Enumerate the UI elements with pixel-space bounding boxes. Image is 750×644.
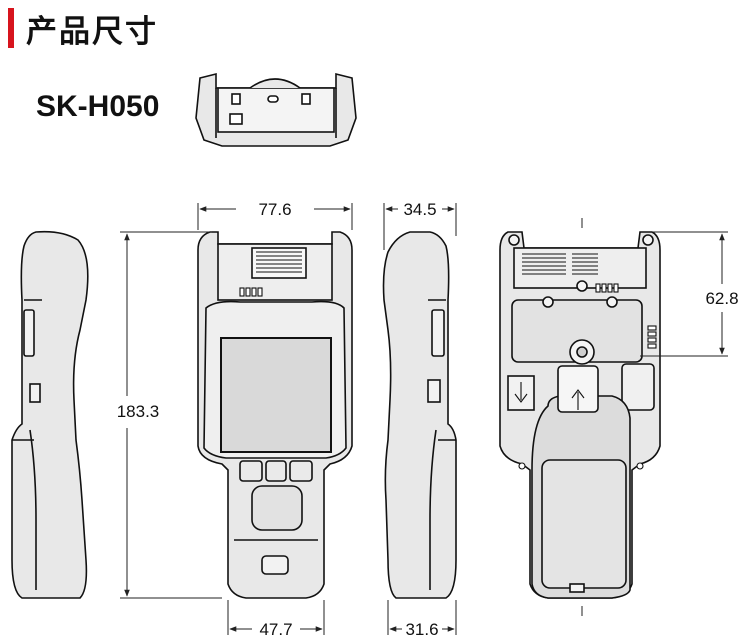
left-side-view — [11, 230, 89, 599]
top-view — [195, 72, 357, 147]
label-side-depth-bottom: 31.6 — [405, 620, 438, 639]
section-header: 产品尺寸 — [8, 6, 158, 50]
label-total-height: 183.3 — [117, 402, 160, 421]
label-front-width-bottom: 47.7 — [259, 620, 292, 639]
label-front-width-top: 77.6 — [258, 200, 291, 219]
label-back-upper-height: 62.8 — [705, 289, 738, 308]
back-view-details — [514, 253, 657, 470]
section-title: 产品尺寸 — [26, 13, 158, 50]
dimension-labels: 77.6 47.7 183.3 34.5 31.6 62.8 — [117, 200, 739, 639]
accent-bar — [8, 8, 14, 48]
model-name: SK-H050 — [36, 90, 160, 123]
right-side-view — [382, 231, 457, 599]
label-side-depth-top: 34.5 — [403, 200, 436, 219]
front-view — [197, 231, 353, 599]
back-view — [499, 231, 661, 599]
front-view-details — [239, 251, 302, 297]
dimension-lines — [120, 203, 728, 635]
